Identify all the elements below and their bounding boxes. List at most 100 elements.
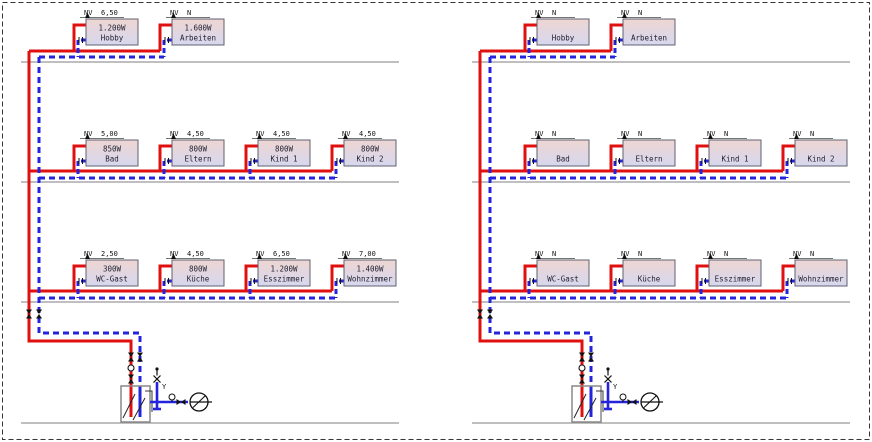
radiator-supply-branch xyxy=(330,144,344,171)
radiator-return-branch xyxy=(248,159,258,178)
flow-arrow-icon xyxy=(622,12,627,18)
radiator-power: 1.200W xyxy=(270,265,298,274)
radiator-box[interactable] xyxy=(794,139,848,167)
gauge-icon[interactable] xyxy=(619,393,627,401)
radiator-supply-branch xyxy=(695,264,709,291)
nv-value: 4,50 xyxy=(187,250,204,258)
radiator-box[interactable] xyxy=(622,259,676,287)
shutoff-valve-icon[interactable] xyxy=(128,352,134,362)
radiator-room: Kind 1 xyxy=(721,155,748,164)
radiator-return-branch xyxy=(527,159,537,178)
nv-label: NV xyxy=(793,130,802,138)
flow-arrow-icon xyxy=(171,133,176,139)
radiator-box[interactable] xyxy=(171,18,225,46)
gauge-icon[interactable] xyxy=(127,364,135,372)
radiator-return-branch xyxy=(76,159,86,178)
shutoff-valve-icon[interactable] xyxy=(36,309,42,319)
radiator-box[interactable] xyxy=(708,259,762,287)
radiator-return-branch xyxy=(613,159,623,178)
radiator-box[interactable] xyxy=(622,139,676,167)
nv-label: NV xyxy=(707,130,716,138)
radiator-return-branch xyxy=(76,279,86,298)
nv-label: NV xyxy=(621,250,630,258)
shutoff-valve-icon[interactable] xyxy=(579,374,585,384)
radiator-room: Wohnzimmer xyxy=(798,275,844,284)
nv-label: NV xyxy=(535,250,544,258)
radiator-box[interactable] xyxy=(85,18,139,46)
radiator-box[interactable] xyxy=(171,139,225,167)
shutoff-valve-icon[interactable] xyxy=(627,399,637,405)
flow-arrow-icon xyxy=(536,253,541,259)
radiator-return-branch xyxy=(162,159,172,178)
radiator-room: Wohnzimmer xyxy=(347,275,393,284)
radiator-box[interactable] xyxy=(536,18,590,46)
shutoff-valve-icon[interactable] xyxy=(26,309,32,319)
shutoff-valve-icon[interactable] xyxy=(176,399,186,405)
three-way-valve-icon[interactable] xyxy=(153,367,161,383)
valve-label: Y xyxy=(162,383,167,391)
shutoff-valve-icon[interactable] xyxy=(487,309,493,319)
flow-arrow-icon xyxy=(794,133,799,139)
radiator-supply-branch xyxy=(609,264,623,291)
nv-value: 4,50 xyxy=(273,130,290,138)
boiler-body xyxy=(120,385,151,423)
radiator-box[interactable] xyxy=(622,18,676,46)
nv-label: NV xyxy=(535,130,544,138)
radiator-return-branch xyxy=(699,279,709,298)
nv-value: 4,50 xyxy=(187,130,204,138)
shutoff-valve-icon[interactable] xyxy=(579,352,585,362)
gauge-icon[interactable] xyxy=(578,364,586,372)
radiator-return-branch xyxy=(613,38,623,57)
flow-arrow-icon xyxy=(171,253,176,259)
boiler[interactable] xyxy=(120,385,153,423)
radiator-return-branch xyxy=(248,279,258,298)
radiator-room: Hobby xyxy=(552,34,575,43)
nv-value: N xyxy=(638,130,642,138)
nv-label: NV xyxy=(170,130,179,138)
radiator-box[interactable] xyxy=(536,259,590,287)
flow-arrow-icon xyxy=(622,133,627,139)
radiator-supply-branch xyxy=(523,144,537,171)
radiator-supply-branch xyxy=(695,144,709,171)
radiator-room: Esszimmer xyxy=(264,275,305,284)
gauge-icon[interactable] xyxy=(168,393,176,401)
nv-value: 4,50 xyxy=(359,130,376,138)
radiator-room: Eltern xyxy=(184,155,211,164)
radiator-box[interactable] xyxy=(708,139,762,167)
radiator-return-branch xyxy=(527,279,537,298)
shutoff-valve-icon[interactable] xyxy=(137,352,143,362)
radiator-box[interactable] xyxy=(794,259,848,287)
flow-arrow-icon xyxy=(794,253,799,259)
nv-label: NV xyxy=(256,250,265,258)
supply-riser xyxy=(27,51,133,386)
nv-label: NV xyxy=(535,9,544,17)
nv-value: N xyxy=(810,130,814,138)
radiator-box[interactable] xyxy=(257,259,311,287)
pump-icon[interactable] xyxy=(640,392,663,412)
radiator-supply-branch xyxy=(523,264,537,291)
nv-value: N xyxy=(552,130,556,138)
radiator-box[interactable] xyxy=(343,259,397,287)
nv-label: NV xyxy=(621,9,630,17)
shutoff-valve-icon[interactable] xyxy=(477,309,483,319)
flow-arrow-icon xyxy=(257,253,262,259)
radiator-room: Bad xyxy=(105,155,119,164)
flow-arrow-icon xyxy=(343,253,348,259)
radiator-return-branch xyxy=(76,38,86,57)
radiator-box[interactable] xyxy=(85,259,139,287)
radiator-box[interactable] xyxy=(536,139,590,167)
radiator-box[interactable] xyxy=(257,139,311,167)
nv-label: NV xyxy=(84,130,93,138)
radiator-box[interactable] xyxy=(171,259,225,287)
pump-icon[interactable] xyxy=(189,392,212,412)
three-way-valve-icon[interactable] xyxy=(604,367,612,383)
radiator-room: WC-Gast xyxy=(547,275,579,284)
boiler[interactable] xyxy=(571,385,604,423)
shutoff-valve-icon[interactable] xyxy=(588,352,594,362)
radiator-supply-branch xyxy=(72,144,86,171)
radiator-box[interactable] xyxy=(343,139,397,167)
radiator-box[interactable] xyxy=(85,139,139,167)
shutoff-valve-icon[interactable] xyxy=(128,374,134,384)
